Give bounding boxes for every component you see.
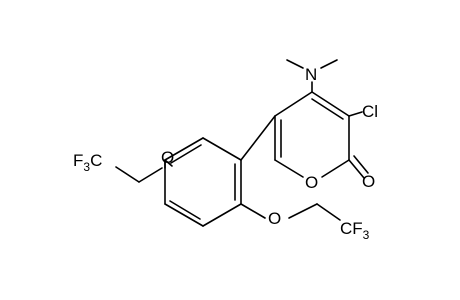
bond-c3-c4-inner (311, 98, 344, 120)
bond-ar6-ar1 (202, 137, 242, 161)
atom-o-ring: O (305, 173, 318, 192)
bond-ar5-ar6 (164, 137, 204, 161)
bond-o-bottom-ch2 (288, 203, 318, 219)
bond-c2-o-carbonyl-2 (353, 155, 369, 174)
bond-ch2-cf3-bottom (316, 203, 341, 221)
bond-n-me2 (320, 59, 338, 69)
cf3-top-subscript: 3 (83, 160, 90, 174)
cf3-bottom-cf: CF (340, 219, 363, 238)
cf3-top-f: F (73, 151, 83, 170)
bond-ar5-o-top-b (164, 159, 173, 167)
bond-ar-inner-b (169, 200, 201, 220)
cf3-top-label: F3C (73, 151, 102, 174)
bond-ar3-ar4 (164, 203, 204, 227)
atom-cl: Cl (362, 102, 378, 121)
atom-n: N (305, 65, 317, 84)
bond-c6-o1 (274, 159, 304, 178)
atom-o-ether-top: O (161, 148, 174, 167)
cf3-bottom-subscript: 3 (363, 228, 370, 242)
bond-o1-c2 (321, 159, 350, 178)
bond-c3-cl (348, 111, 363, 117)
bond-n-me1 (286, 59, 304, 69)
bond-o-top-ch2 (138, 167, 163, 183)
atom-o-ether-bottom: O (268, 209, 281, 228)
bond-ch2-cf3-top (115, 166, 140, 183)
bond-ar2-ar3 (202, 203, 242, 227)
cf3-top-c: C (90, 151, 102, 170)
bond-c2-o-carbonyl (348, 159, 365, 179)
atom-o-carbonyl: O (362, 172, 375, 191)
cf3-bottom-label: CF3 (340, 219, 370, 242)
bond-ar2-o-bottom (240, 203, 266, 219)
bond-ar-inner-c (170, 144, 202, 164)
bond-c6-aryl (240, 115, 276, 161)
bond-c3-c4 (311, 91, 350, 117)
bond-c4-c5 (274, 91, 313, 117)
